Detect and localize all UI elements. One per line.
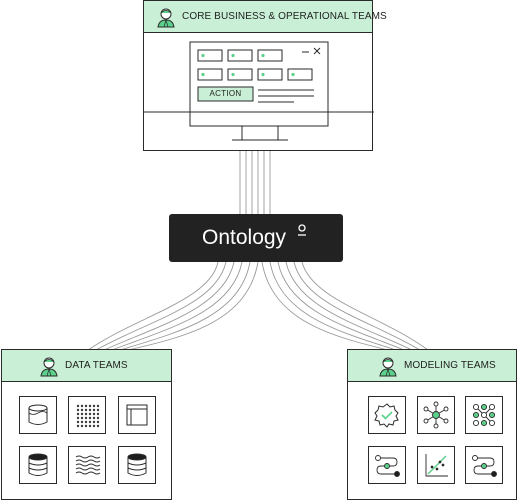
modeling-teams-panel: MODELING TEAMS xyxy=(347,349,517,500)
gear-check-icon xyxy=(368,396,406,434)
data-teams-panel: DATA TEAMS xyxy=(1,349,172,500)
core-teams-panel: CORE BUSINESS & OPERATIONAL TEAMS xyxy=(143,0,387,151)
core-teams-header: CORE BUSINESS & OPERATIONAL TEAMS xyxy=(144,1,387,33)
pipeline-icon xyxy=(368,446,406,484)
modeling-teams-header: MODELING TEAMS xyxy=(348,350,516,382)
action-button: ACTION xyxy=(209,89,242,98)
waves-icon xyxy=(68,446,106,484)
data-teams-header: DATA TEAMS xyxy=(2,350,171,382)
grid-dots-icon xyxy=(68,396,106,434)
table-icon xyxy=(118,396,156,434)
database-icon xyxy=(19,396,57,434)
node-grid-icon xyxy=(465,396,503,434)
database-stack-icon xyxy=(19,446,57,484)
person-icon xyxy=(157,8,175,28)
modeling-teams-title: MODELING TEAMS xyxy=(404,360,496,371)
ontology-label: Ontology xyxy=(202,226,287,249)
app-window-illustration xyxy=(144,41,374,141)
key-icon xyxy=(298,224,306,236)
core-teams-title: CORE BUSINESS & OPERATIONAL TEAMS xyxy=(182,11,387,22)
database-stack-icon xyxy=(118,446,156,484)
network-icon xyxy=(417,396,455,434)
scatter-trend-icon xyxy=(417,446,455,484)
data-teams-title: DATA TEAMS xyxy=(65,360,128,371)
person-icon xyxy=(379,357,397,377)
ontology-node: Ontology xyxy=(169,214,343,262)
pipeline-icon xyxy=(465,446,503,484)
person-icon xyxy=(40,357,58,377)
